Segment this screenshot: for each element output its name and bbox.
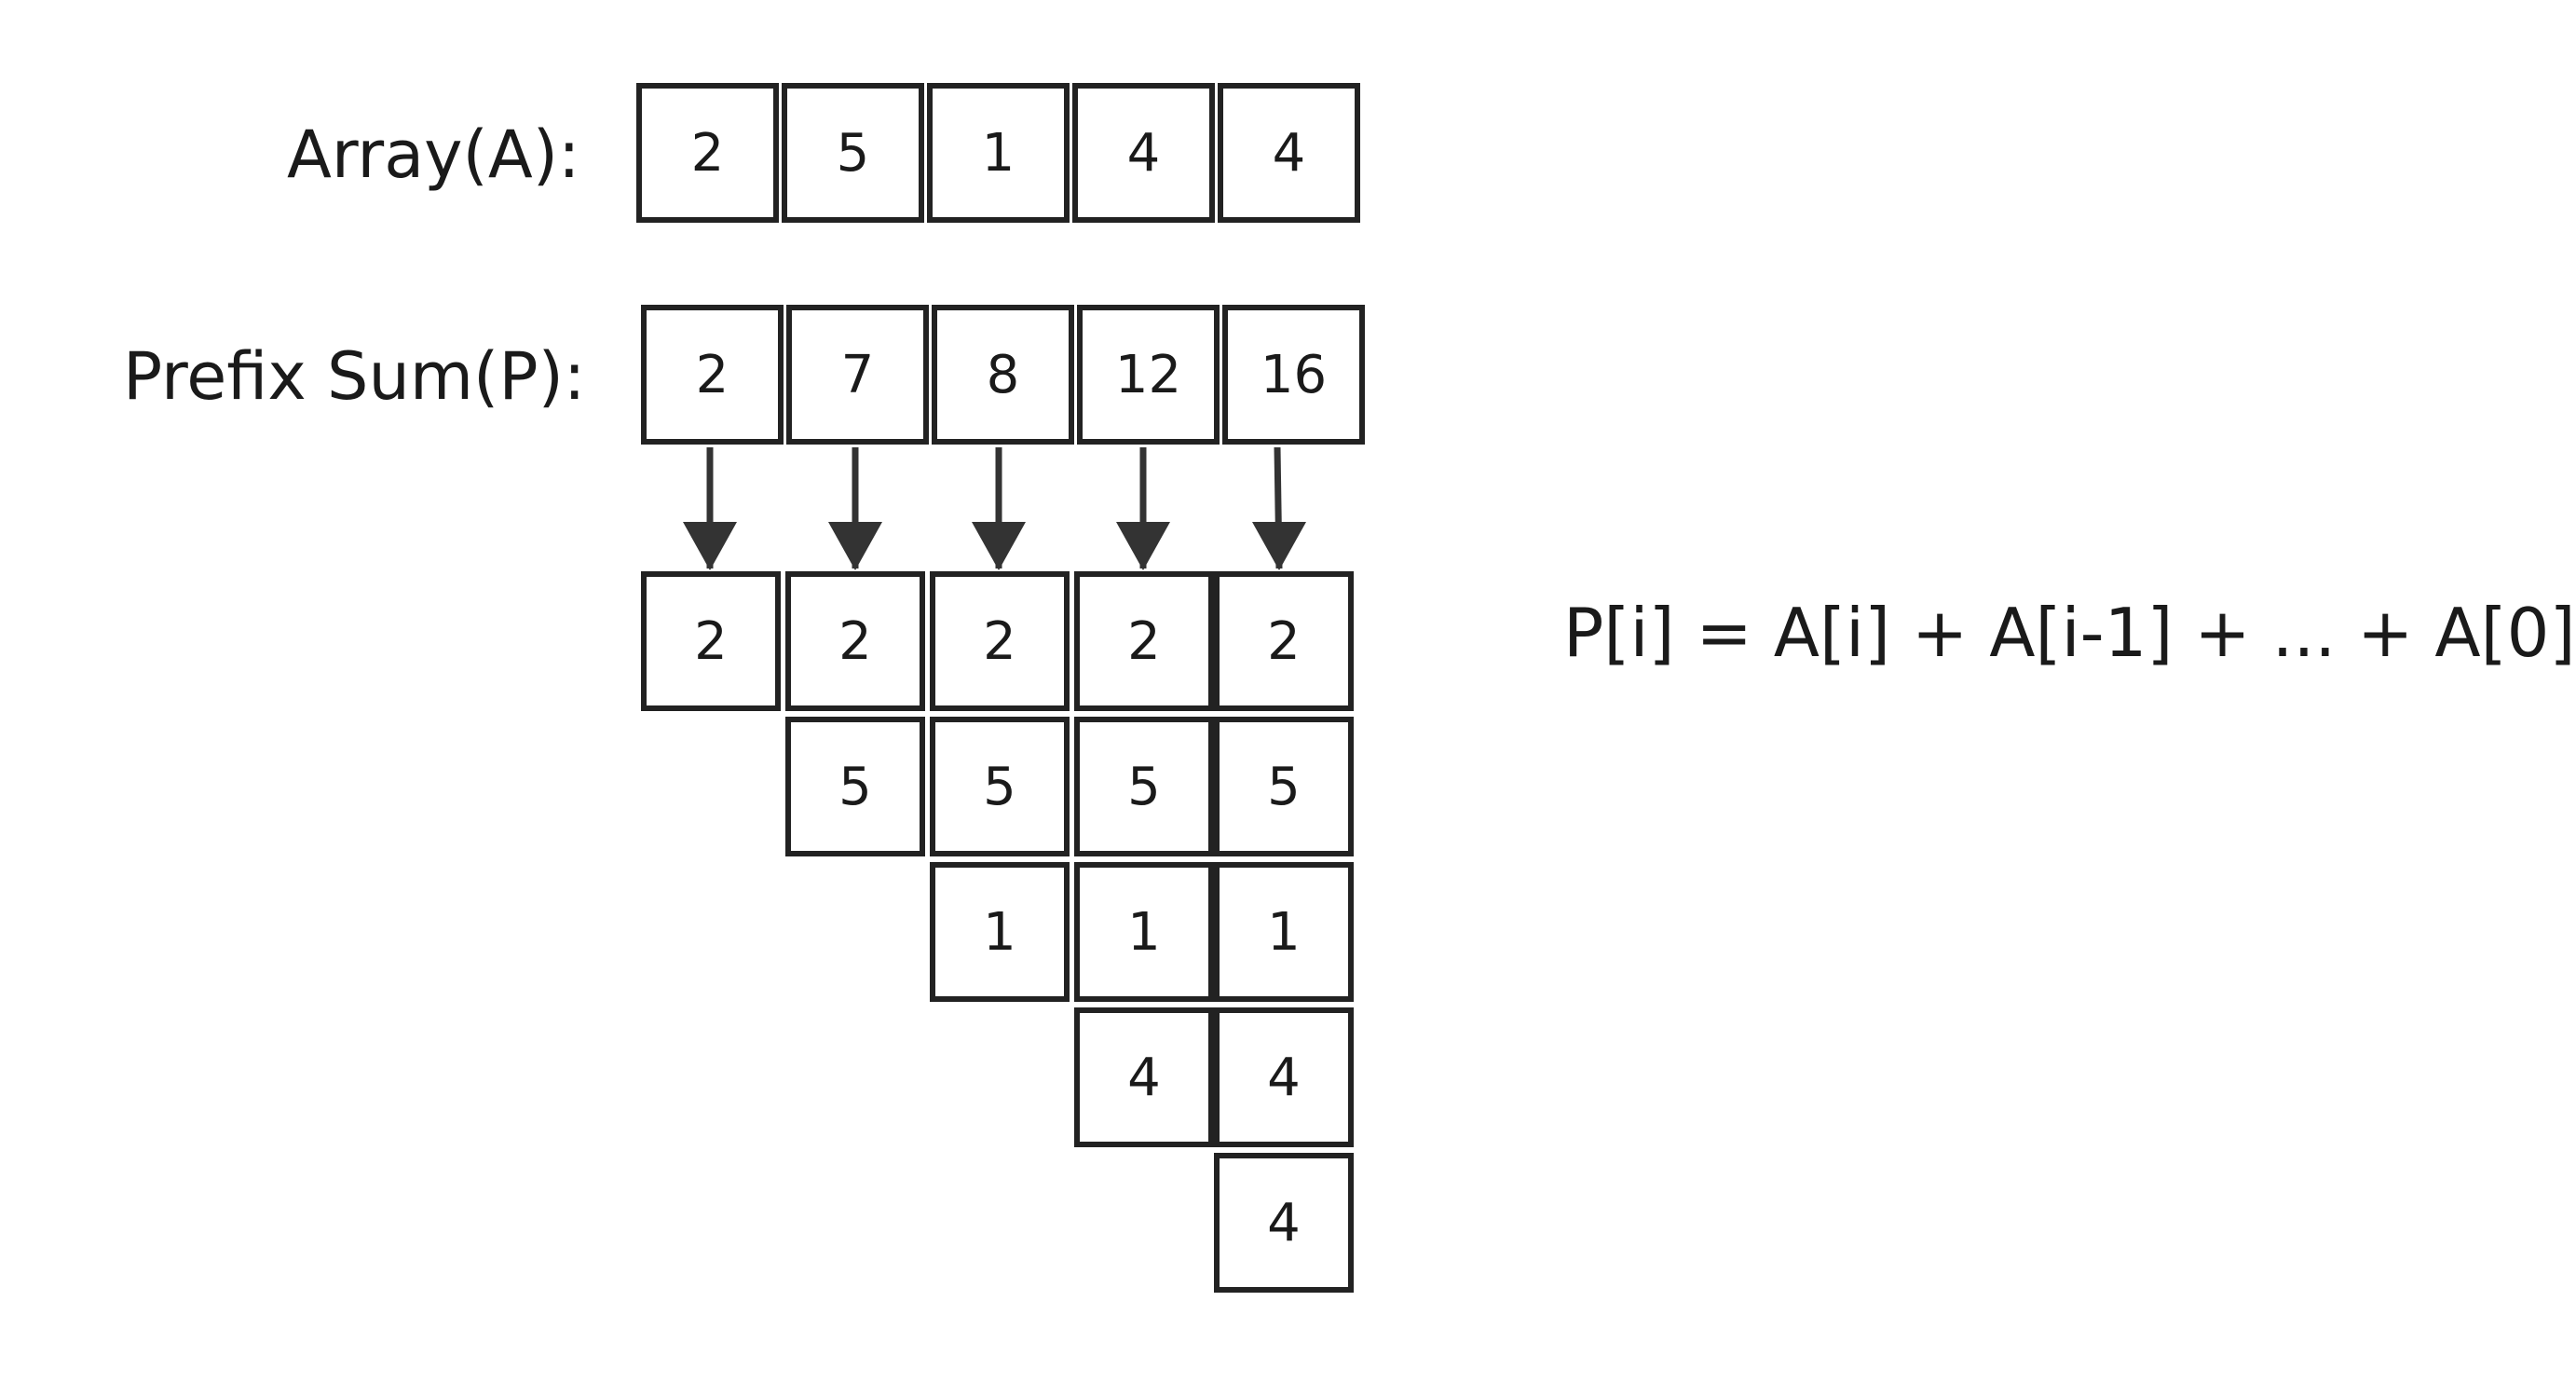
arrowhead-icon xyxy=(683,522,737,570)
arrowhead-icon xyxy=(972,522,1026,570)
prefix-cell: 16 xyxy=(1222,305,1365,445)
formula-text: P[i] = A[i] + A[i-1] + ... + A[0] xyxy=(1563,594,2576,672)
triangle-cell: 2 xyxy=(641,571,781,711)
triangle-cell: 2 xyxy=(1214,571,1354,711)
array-cell: 2 xyxy=(636,83,779,223)
triangle-cell: 2 xyxy=(1074,571,1214,711)
triangle-cell: 1 xyxy=(1074,862,1214,1002)
triangle-cell: 5 xyxy=(1214,717,1354,856)
prefix-row: 2 7 8 12 16 xyxy=(641,305,1368,445)
array-label: Array(A): xyxy=(287,116,580,193)
array-cell: 1 xyxy=(927,83,1070,223)
arrowhead-icon xyxy=(828,522,882,570)
prefix-cell: 7 xyxy=(786,305,929,445)
triangle-cell: 5 xyxy=(930,717,1070,856)
array-cell: 5 xyxy=(782,83,924,223)
triangle-cell: 4 xyxy=(1074,1007,1214,1147)
array-cell: 4 xyxy=(1218,83,1360,223)
triangle-cell: 5 xyxy=(1074,717,1214,856)
arrows-layer xyxy=(683,446,1306,570)
array-row: 2 5 1 4 4 xyxy=(636,83,1363,223)
arrowhead-icon xyxy=(1252,522,1306,570)
arrowhead-icon xyxy=(1116,522,1170,570)
prefix-label: Prefix Sum(P): xyxy=(123,338,586,415)
prefix-cell: 2 xyxy=(641,305,784,445)
prefix-cell: 12 xyxy=(1077,305,1220,445)
triangle-cell: 2 xyxy=(930,571,1070,711)
triangle-cell: 1 xyxy=(930,862,1070,1002)
triangle-cell: 2 xyxy=(785,571,925,711)
array-cell: 4 xyxy=(1072,83,1215,223)
triangle-cell: 5 xyxy=(785,717,925,856)
triangle-cell: 1 xyxy=(1214,862,1354,1002)
triangle-cell: 4 xyxy=(1214,1007,1354,1147)
prefix-cell: 8 xyxy=(932,305,1074,445)
triangle-cell: 4 xyxy=(1214,1153,1354,1293)
